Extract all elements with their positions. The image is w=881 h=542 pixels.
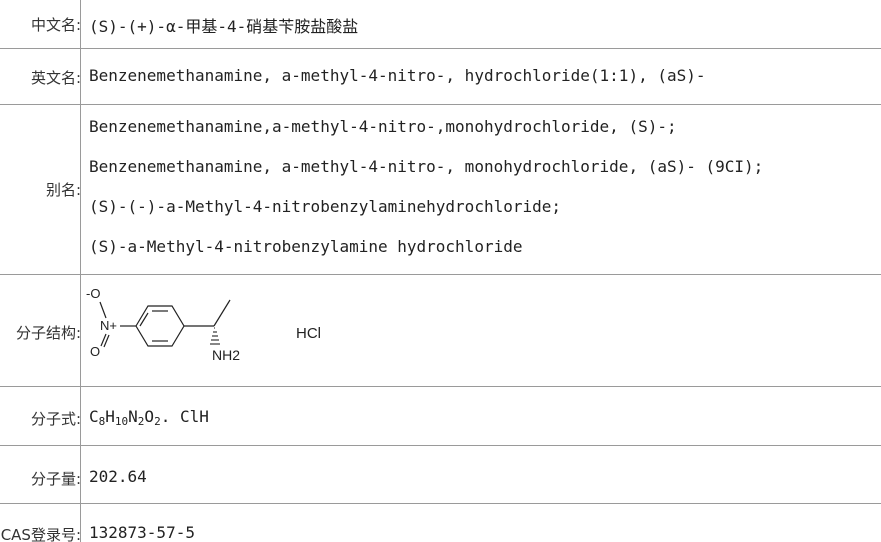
atom-n-plus: N+ (100, 318, 117, 333)
row-aliases: 别名: Benzenemethanamine,a-methyl-4-nitro-… (0, 105, 881, 275)
alias-line: (S)-(-)-a-Methyl-4-nitrobenzylaminehydro… (89, 197, 562, 216)
label-formula: 分子式: (30, 410, 81, 428)
alias-line: (S)-a-Methyl-4-nitrobenzylamine hydrochl… (89, 237, 523, 256)
row-structure: 分子结构: (0, 275, 881, 387)
row-cas-number: CAS登录号: 132873-57-5 (0, 504, 881, 542)
atom-o-minus: -O (86, 286, 100, 301)
atom-o: O (90, 344, 100, 359)
label-structure: 分子结构: (15, 324, 81, 342)
hcl-label: HCl (296, 325, 321, 342)
value-chinese-name: (S)-(+)-α-甲基-4-硝基苄胺盐酸盐 (89, 17, 359, 36)
alias-line: Benzenemethanamine, a-methyl-4-nitro-, m… (89, 157, 764, 176)
row-formula: 分子式: C8H10N2O2. ClH (0, 387, 881, 446)
label-english-name: 英文名: (30, 69, 81, 87)
label-cas-number: CAS登录号: (0, 526, 81, 542)
row-english-name: 英文名: Benzenemethanamine, a-methyl-4-nitr… (0, 49, 881, 105)
value-english-name: Benzenemethanamine, a-methyl-4-nitro-, h… (89, 66, 706, 85)
alias-line: Benzenemethanamine,a-methyl-4-nitro-,mon… (89, 117, 677, 136)
molecular-structure: -O N+ O NH2 (86, 286, 240, 363)
value-cas-number: 132873-57-5 (89, 523, 195, 542)
value-formula: C8H10N2O2. ClH (89, 407, 209, 428)
label-aliases: 别名: (45, 181, 81, 199)
row-chinese-name: 中文名: (S)-(+)-α-甲基-4-硝基苄胺盐酸盐 (0, 0, 881, 49)
value-molecular-weight: 202.64 (89, 467, 147, 486)
atom-nh2: NH2 (212, 347, 240, 363)
label-molecular-weight: 分子量: (30, 470, 81, 488)
label-chinese-name: 中文名: (30, 16, 81, 34)
row-molecular-weight: 分子量: 202.64 (0, 446, 881, 504)
column-divider (80, 0, 81, 542)
